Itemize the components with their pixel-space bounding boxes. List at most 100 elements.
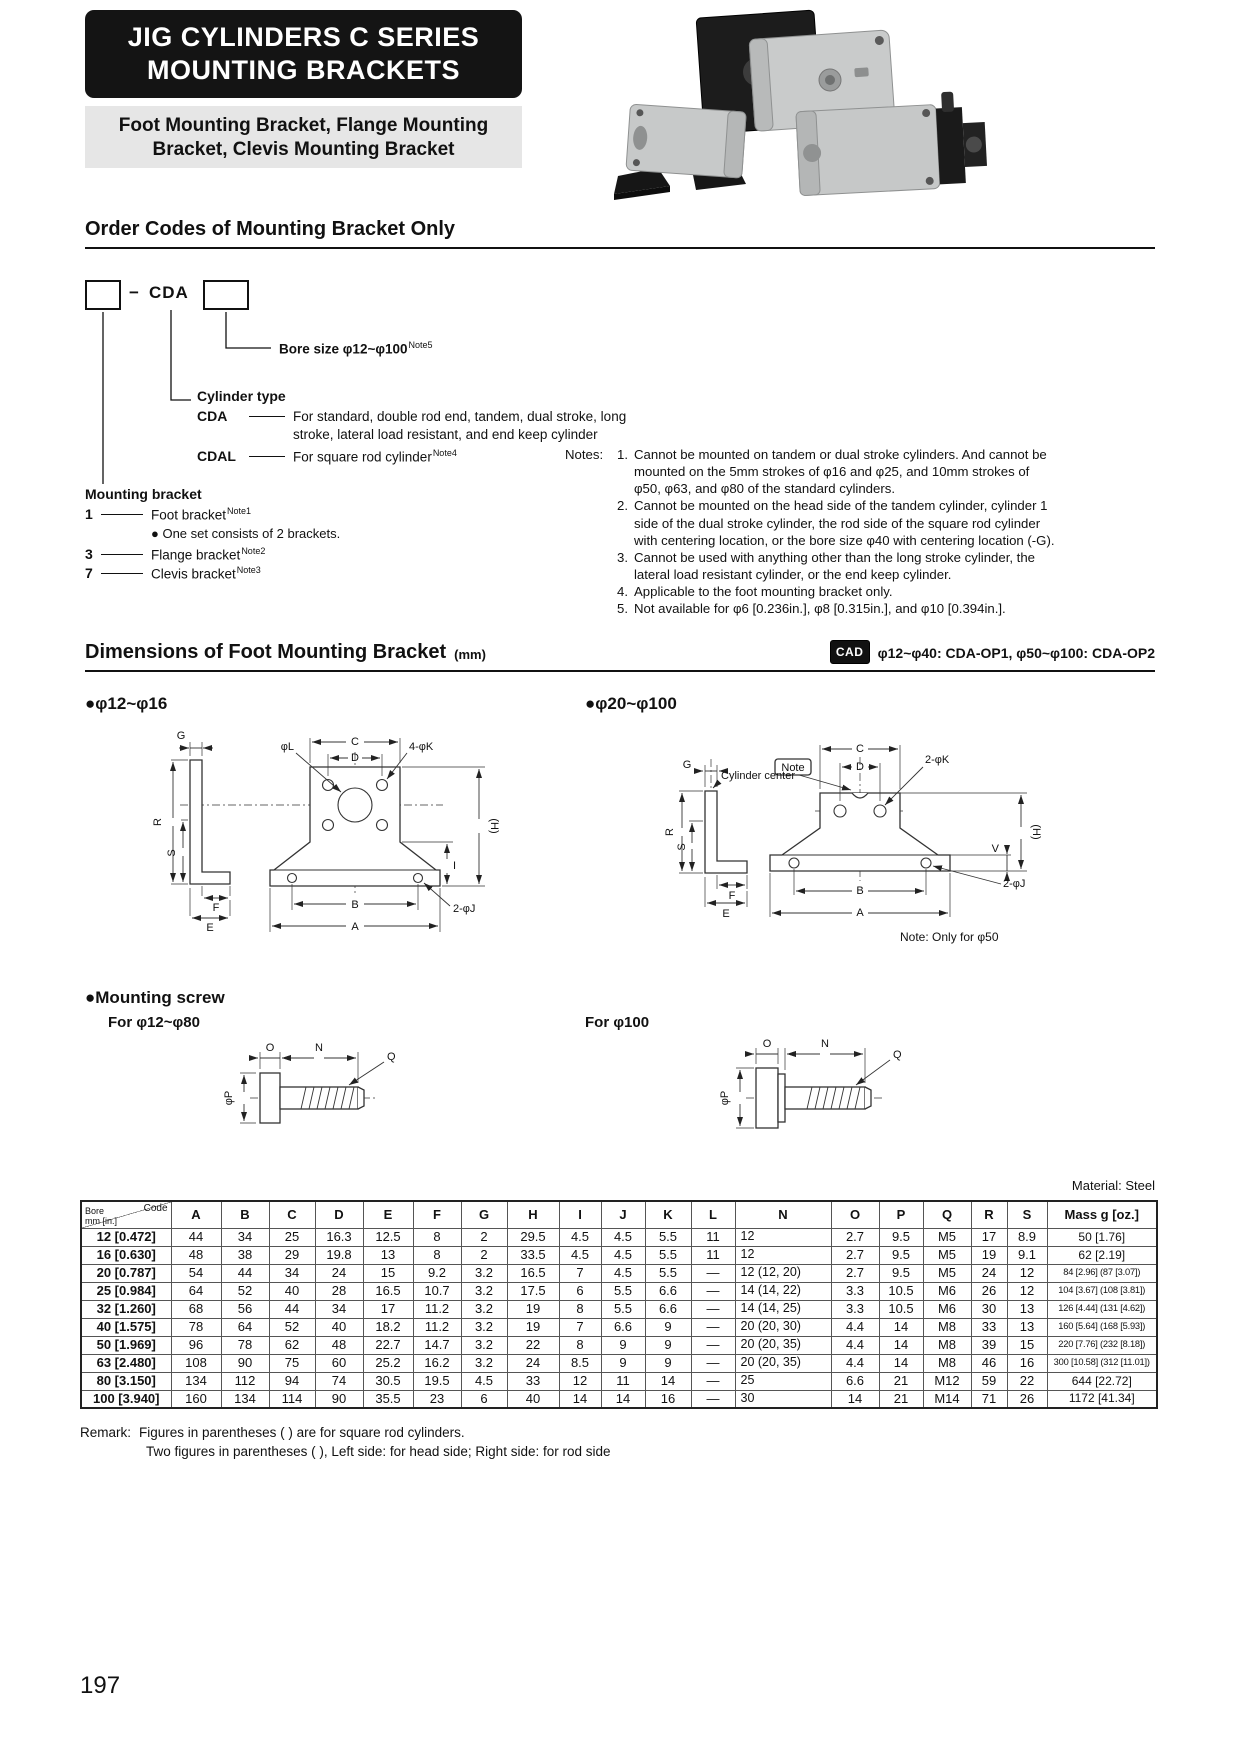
value-cell: M12 [922, 1371, 972, 1391]
value-cell: 78 [220, 1335, 270, 1355]
front-view-outline [269, 766, 441, 887]
value-cell: 24 [314, 1263, 364, 1283]
value-cell: 8 [558, 1299, 602, 1319]
value-cell: 52 [220, 1281, 270, 1301]
value-cell: 11.2 [412, 1317, 462, 1337]
value-cell: 4.5 [600, 1245, 646, 1265]
value-cell: 4.5 [460, 1371, 508, 1391]
value-cell: 13 [1006, 1299, 1048, 1319]
value-cell: 11 [600, 1371, 646, 1391]
code-cda-label: CDA [149, 283, 189, 302]
column-header: Mass g [oz.] [1046, 1200, 1158, 1229]
value-cell: 12 (12, 20) [734, 1263, 832, 1283]
value-cell: 29 [268, 1245, 316, 1265]
value-cell: 24 [506, 1353, 560, 1373]
note-item: 5.Not available for φ6 [0.236in.], φ8 [0… [617, 600, 1057, 617]
value-cell: 9 [600, 1353, 646, 1373]
value-cell: 4.5 [558, 1227, 602, 1247]
product-photos [614, 9, 987, 200]
value-cell: 17.5 [506, 1281, 560, 1301]
value-cell: 16 [1006, 1353, 1048, 1373]
column-header: K [644, 1200, 692, 1229]
dim-label-phi-p: φP [223, 1091, 235, 1105]
mounting-hole [375, 778, 389, 792]
dim-label-a: A [856, 907, 864, 919]
bracket-code: 3 [85, 545, 93, 562]
value-cell: 4.4 [830, 1353, 880, 1373]
column-header: S [1006, 1200, 1048, 1229]
bracket-code: 1 [85, 506, 93, 522]
value-cell: 16 [644, 1389, 692, 1409]
value-cell: 90 [220, 1353, 270, 1373]
value-cell: 3.2 [460, 1263, 508, 1283]
value-cell: 6.6 [644, 1281, 692, 1301]
cylinder-type-heading: Cylinder type [197, 388, 286, 404]
value-cell: 2.7 [830, 1245, 880, 1265]
value-cell: 6.6 [644, 1299, 692, 1319]
cad-icon-label: CAD [835, 645, 864, 659]
value-cell: 220 [7.76] (232 [8.18]) [1046, 1335, 1158, 1355]
dim-label-2-phi-j: 2-φJ [453, 903, 475, 915]
cylinder-type-desc: For square rod cylinderNote4 [293, 448, 638, 466]
note-item: 1.Cannot be mounted on tandem or dual st… [617, 446, 1057, 497]
value-cell: M8 [922, 1353, 972, 1373]
screw-shaft [279, 1086, 359, 1110]
value-cell: 300 [10.58] (312 [11.01]) [1046, 1353, 1158, 1373]
dim-label-e: E [722, 908, 729, 920]
dimensions-heading-text: Dimensions of Foot Mounting Bracket [85, 641, 447, 663]
value-cell: 160 [170, 1389, 222, 1409]
leader-line [101, 573, 143, 582]
value-cell: — [690, 1371, 736, 1391]
series-title-banner: JIG CYLINDERS C SERIES MOUNTING BRACKETS [85, 10, 522, 98]
bracket-name: Foot bracketNote1 [151, 506, 251, 523]
material-note: Material: Steel [1071, 1178, 1155, 1193]
note-number: 3. [617, 549, 628, 565]
value-cell: 13 [1006, 1317, 1048, 1337]
value-cell: 6.6 [600, 1317, 646, 1337]
value-cell: M8 [922, 1317, 972, 1337]
value-cell: 21 [878, 1389, 924, 1409]
value-cell: 34 [314, 1299, 364, 1319]
value-cell: 39 [970, 1335, 1008, 1355]
bore-size-label: Bore size φ12~φ100Note5 [279, 340, 433, 357]
value-cell: 19 [970, 1245, 1008, 1265]
column-header: E [362, 1200, 414, 1229]
leader-line [101, 514, 143, 523]
screw-washer [777, 1073, 786, 1123]
value-cell: 64 [220, 1317, 270, 1337]
value-cell: 16.3 [314, 1227, 364, 1247]
value-cell: 18.2 [362, 1317, 414, 1337]
dim-label-n: N [821, 1038, 829, 1050]
order-code-diagram: − CDA Bore size φ12~φ100Note5 Cylinder t… [85, 270, 1155, 650]
code-dash: − [129, 283, 139, 302]
screw-shaft [784, 1086, 866, 1110]
value-cell: 14.7 [412, 1335, 462, 1355]
column-header: I [558, 1200, 602, 1229]
value-cell: 126 [4.44] (131 [4.62]) [1046, 1299, 1158, 1319]
value-cell: 3.3 [830, 1299, 880, 1319]
mounting-bracket-item-foot: 1 Foot bracketNote1 [85, 506, 525, 523]
dim-label-o: O [763, 1038, 772, 1050]
value-cell: 644 [22.72] [1046, 1371, 1158, 1391]
value-cell: 19.8 [314, 1245, 364, 1265]
bore-cell: 16 [0.630] [80, 1245, 172, 1265]
value-cell: 96 [170, 1335, 222, 1355]
cylinder-type-desc: For standard, double rod end, tandem, du… [293, 409, 627, 442]
dim-label-r: R [664, 828, 676, 836]
value-cell: 64 [170, 1281, 222, 1301]
value-cell: 11.2 [412, 1299, 462, 1319]
value-cell: 160 [5.64] (168 [5.93]) [1046, 1317, 1158, 1337]
dim-label-e: E [206, 922, 213, 934]
value-cell: 9.5 [878, 1227, 924, 1247]
value-cell: 9.5 [878, 1245, 924, 1265]
column-header: F [412, 1200, 462, 1229]
order-codes-section-heading: Order Codes of Mounting Bracket Only [85, 218, 1155, 249]
value-cell: 5.5 [644, 1245, 692, 1265]
value-cell: — [690, 1281, 736, 1301]
value-cell: 33 [506, 1371, 560, 1391]
value-cell: 15 [362, 1263, 414, 1283]
foot-slot [788, 857, 800, 869]
value-cell: 134 [220, 1389, 270, 1409]
